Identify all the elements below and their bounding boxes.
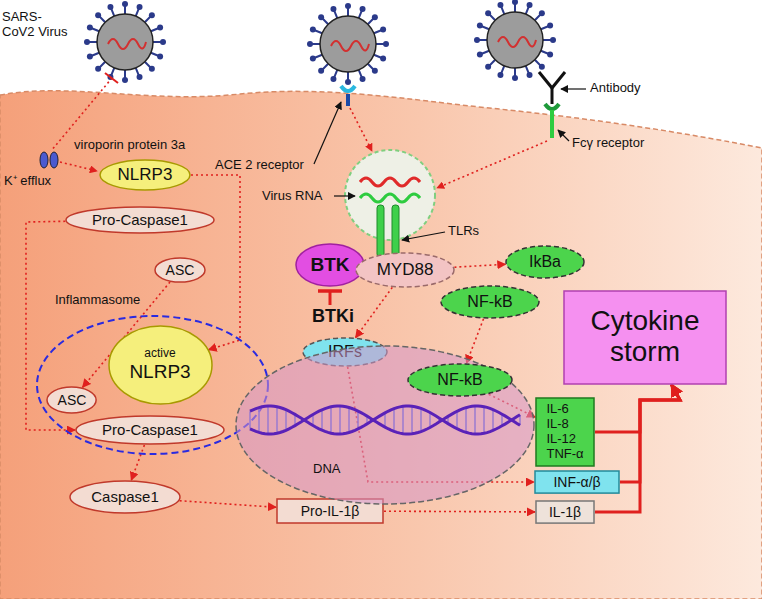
annotation-label: viroporin protein 3a xyxy=(74,138,185,153)
protein-ellipse: IkBa xyxy=(505,245,585,279)
node-text: Inflammasome xyxy=(55,293,140,308)
cytokine-box: INF-α/β xyxy=(534,470,620,494)
text-group: Inflammasome xyxy=(55,293,140,308)
annotation-label: SARS-CoV2 Virus xyxy=(2,10,74,40)
node-text: IL-6 xyxy=(546,402,568,417)
text-group: DNA xyxy=(313,462,340,477)
signal-arrow xyxy=(131,445,144,480)
node-text: INF-α/β xyxy=(553,474,600,490)
node-text: Pro-IL-1β xyxy=(301,503,360,519)
protein-ellipse: NLRP3 xyxy=(99,159,191,191)
node-text: BTK xyxy=(310,254,349,276)
text-group: NLRP3 xyxy=(118,165,173,185)
nucleus: DNA NF-kB xyxy=(235,345,535,505)
text-group: NF-kB xyxy=(467,293,512,311)
node-text: Pro-Caspase1 xyxy=(92,211,188,228)
text-group: Pro-Caspase1 xyxy=(102,421,198,438)
node-text: ASC xyxy=(58,392,87,408)
node-text: DNA xyxy=(313,462,340,477)
node-text: NF-kB xyxy=(437,371,482,389)
text-group: IL-1β xyxy=(549,504,581,520)
signal-arrow xyxy=(384,510,535,512)
signal-arrow xyxy=(454,264,505,267)
entry-arrow xyxy=(437,141,547,188)
node-text: IL-1β xyxy=(549,504,581,520)
node-text: Cytokine storm xyxy=(570,306,720,368)
cell-body xyxy=(0,91,762,599)
entry-arrow xyxy=(350,108,372,151)
inflammasome-complex: InflammasomeASC activeNLRP3Pro-Caspase1 xyxy=(35,288,270,455)
annotation-label: Fcγ receptor xyxy=(572,136,644,151)
virus xyxy=(474,0,556,81)
node-text: NF-kB xyxy=(467,293,512,311)
text-group: activeNLRP3 xyxy=(129,347,190,383)
virus xyxy=(307,3,389,85)
virus xyxy=(84,1,166,83)
protein-ellipse: NF-kB xyxy=(440,285,540,319)
text-group: Caspase1 xyxy=(91,488,159,505)
signal-arrow xyxy=(356,287,393,337)
node-text: NLRP3 xyxy=(118,165,173,185)
node-text: IkBa xyxy=(529,253,561,271)
node-text: ASC xyxy=(166,262,195,278)
annotation-label: TLRs xyxy=(448,224,479,239)
active-nlrp3-circle: activeNLRP3 xyxy=(108,325,213,405)
potassium-channel xyxy=(40,152,58,168)
outcome-box: Cytokine storm xyxy=(563,290,727,385)
text-group: IL-6IL-8IL-12TNF-α xyxy=(546,402,583,462)
annotation-label: Antibody xyxy=(590,81,641,96)
block-bar xyxy=(105,73,118,83)
text-group: ASC xyxy=(166,262,195,278)
node-text: IL-8 xyxy=(546,417,568,432)
signal-arrow xyxy=(180,501,276,508)
text-group: INF-α/β xyxy=(553,474,600,490)
node-text: MYD88 xyxy=(377,260,434,280)
node-text: TNF-α xyxy=(546,447,583,462)
fc-receptor xyxy=(545,104,559,138)
text-group: NF-kB xyxy=(437,371,482,389)
adaptor-ellipse: MYD88 xyxy=(355,252,455,288)
annotation-label: ACE 2 receptor xyxy=(215,158,304,173)
text-group: Cytokine storm xyxy=(570,306,720,368)
protein-ellipse: Pro-Caspase1 xyxy=(75,415,225,445)
text-group: MYD88 xyxy=(377,260,434,280)
cytokine-box: IL-6IL-8IL-12TNF-α xyxy=(535,397,595,467)
protein-ellipse: Caspase1 xyxy=(69,480,181,514)
node-text: active xyxy=(144,347,175,361)
node-text: Pro-Caspase1 xyxy=(102,421,198,438)
efflux-arrow xyxy=(60,162,97,171)
kinase-ellipse: BTK xyxy=(295,243,365,287)
text-group: Pro-Caspase1 xyxy=(92,211,188,228)
protein-ellipse: NF-kB xyxy=(407,363,513,397)
protein-ellipse: ASC xyxy=(46,386,97,414)
text-group: ASC xyxy=(58,392,87,408)
merge-arrow xyxy=(595,385,680,433)
node-text: NLRP3 xyxy=(129,361,190,383)
annotation-label: K⁺ efflux xyxy=(4,174,51,189)
leader-lines xyxy=(314,89,586,240)
signal-arrow xyxy=(467,319,484,363)
ace2-receptor xyxy=(341,86,355,106)
annotation-label: BTKi xyxy=(312,306,354,327)
text-group: IkBa xyxy=(529,253,561,271)
endosome xyxy=(345,150,435,257)
protein-ellipse: ASC xyxy=(154,257,206,283)
text-group: BTK xyxy=(310,254,349,276)
text-group: Pro-IL-1β xyxy=(301,503,360,519)
antibody xyxy=(539,72,565,104)
protein-ellipse: Pro-Caspase1 xyxy=(65,206,215,234)
inhibition-mark xyxy=(318,291,342,305)
annotation-label: Virus RNA xyxy=(262,189,322,204)
cytokine-box: IL-1β xyxy=(535,500,595,524)
node-text: IL-12 xyxy=(546,432,576,447)
node-text: Caspase1 xyxy=(91,488,159,505)
